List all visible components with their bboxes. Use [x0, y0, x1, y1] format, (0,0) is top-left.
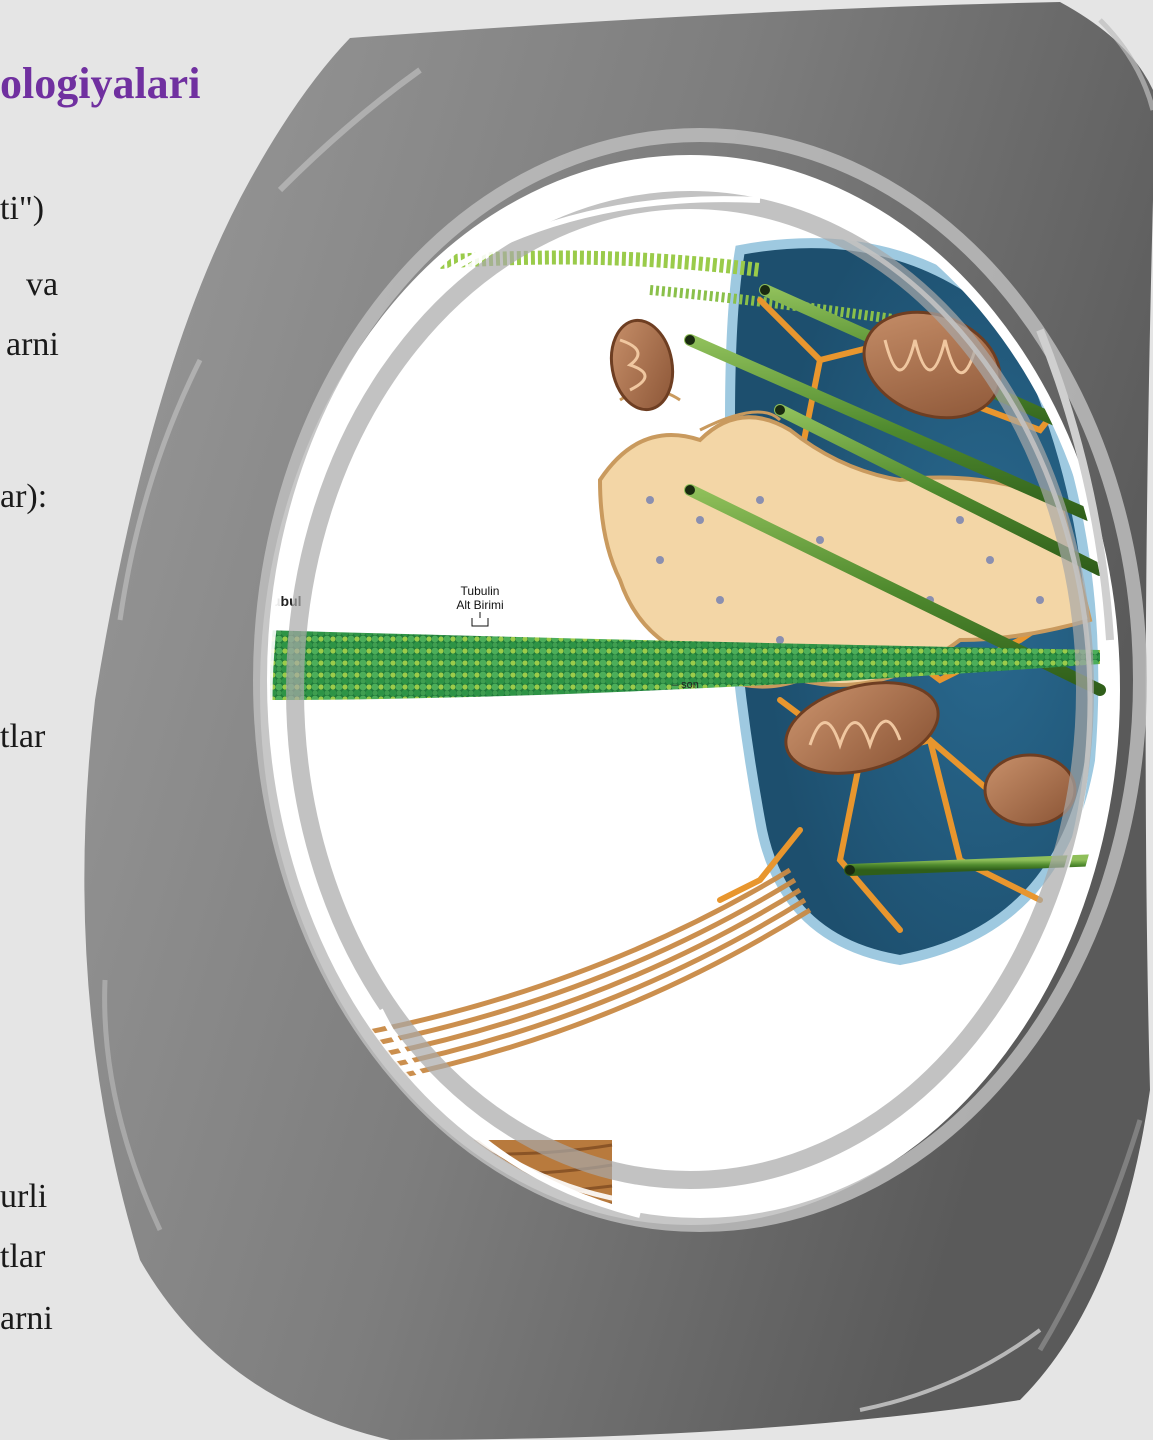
minus-end-label: – son: [672, 679, 699, 691]
tubulin-label-line1: Tubulin: [461, 584, 500, 598]
tubulin-label-line2: Alt Birimi: [456, 598, 503, 612]
